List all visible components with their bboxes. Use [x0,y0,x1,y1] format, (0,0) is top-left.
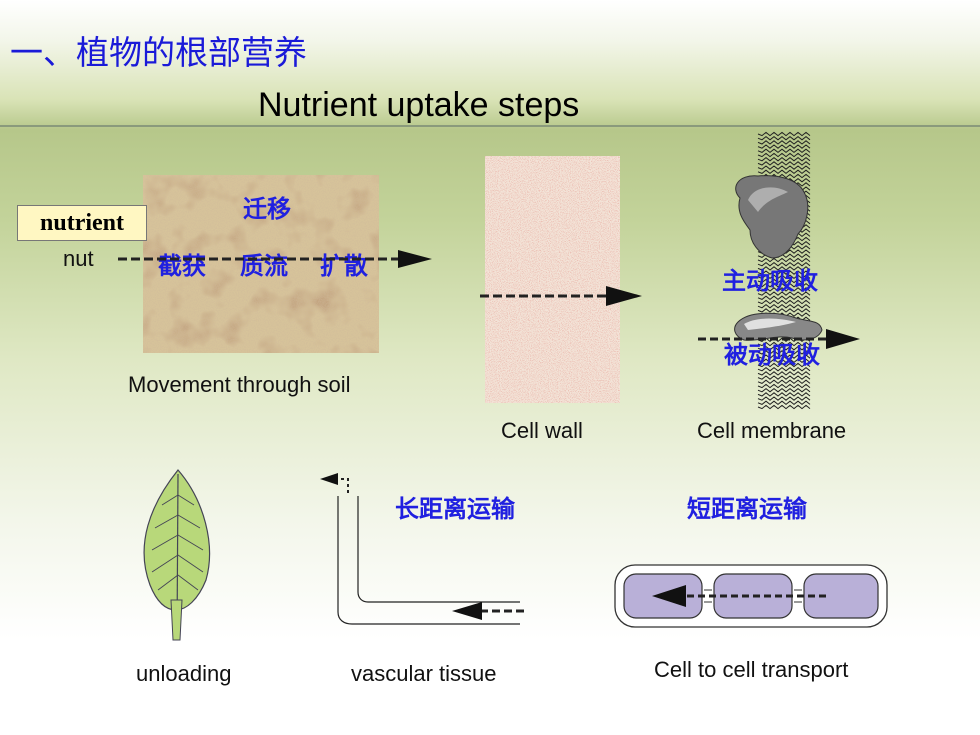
slide-title-english: Nutrient uptake steps [258,86,580,124]
soil-migration-label: 迁移 [243,195,291,223]
membrane-line [757,135,811,141]
membrane-line [757,287,811,292]
membrane-line [757,278,811,284]
cell-membrane-graphic [734,131,823,410]
membrane-arrow-icon [698,329,860,349]
membrane-line [757,165,811,170]
membrane-line [757,379,811,385]
membrane-line [757,148,811,154]
membrane-line [757,392,811,397]
membrane-line [757,308,811,313]
vascular-arrow-icon [452,602,524,620]
membrane-line [757,383,811,389]
long-distance-transport-label: 长距离运输 [395,495,515,523]
soil-caption: Movement through soil [128,372,351,397]
cell-wall-arrow-icon [480,286,642,306]
membrane-line [757,358,811,364]
membrane-line [757,354,811,359]
membrane-line [757,156,811,162]
membrane-line [757,140,811,145]
vascular-up-arrow-icon [320,473,349,493]
membrane-line [757,266,811,271]
membrane-line [757,270,811,275]
cell-wall-texture [485,156,620,403]
unloading-caption: unloading [136,661,232,686]
nut-label: nut [63,246,94,271]
soil-arrow-icon [118,250,432,268]
membrane-line [757,144,811,149]
mass-flow-label: 质流 [240,252,288,280]
membrane-line [757,341,811,347]
membrane-line [757,387,811,393]
membrane-line [757,161,811,166]
membrane-line [757,371,811,376]
membrane-line [757,295,811,301]
vascular-tissue-caption: vascular tissue [351,661,497,686]
leaf-icon [143,469,211,641]
membrane-line [757,400,811,406]
cell-membrane-caption: Cell membrane [697,418,847,443]
membrane-line [757,366,811,372]
membrane-line [757,345,811,351]
membrane-line [757,396,811,401]
title-divider [0,125,980,127]
nutrient-label-box: nutrient [17,205,147,241]
passive-absorption-label: 被动吸收 [724,341,820,369]
membrane-line [757,274,811,280]
cell-to-cell-arrow-icon [652,585,826,607]
membrane-line [757,362,811,368]
cell-chain-icon [614,564,888,628]
membrane-line [757,404,811,410]
membrane-line [757,173,811,179]
soil-texture [143,175,379,353]
membrane-line [757,261,811,267]
cell-to-cell-caption: Cell to cell transport [654,657,849,682]
diffusion-label: 扩散 [320,252,368,280]
membrane-line [757,303,811,309]
slide-title-chinese: 一、植物的根部营养 [10,33,307,72]
membrane-line [757,169,811,175]
vascular-tissue-icon [337,496,520,625]
membrane-line [757,152,811,158]
cell-wall-caption: Cell wall [501,418,583,443]
membrane-line [757,299,811,305]
membrane-line [757,350,811,355]
membrane-line [757,257,811,263]
membrane-line [757,291,811,296]
active-absorption-label: 主动吸收 [722,267,818,295]
membrane-line [757,375,811,380]
short-distance-transport-label: 短距离运输 [687,495,807,523]
membrane-line [757,131,811,137]
interception-label: 截获 [158,252,206,280]
membrane-line [757,282,811,288]
